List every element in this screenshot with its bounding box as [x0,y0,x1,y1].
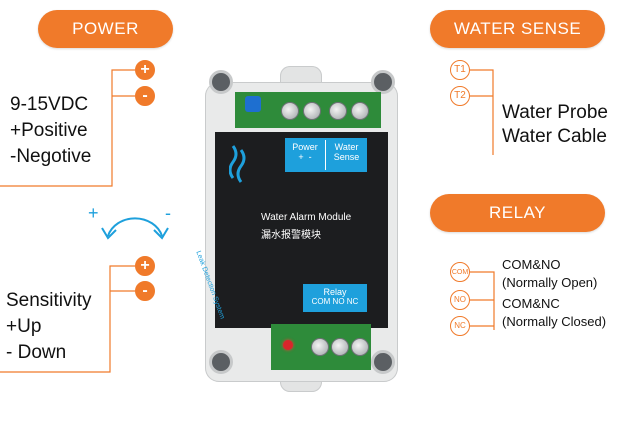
power-bracket-line [0,69,135,187]
device-relay-terms: COM NO NC [311,297,359,306]
sensitivity-knob[interactable] [245,96,261,112]
mount-hole-top-left [209,70,233,94]
relay-com-icon: COM [450,262,470,282]
water-wave-icon [229,145,246,183]
module-name: Water Alarm Module [261,212,352,223]
sensitivity-title: Sensitivity [6,290,92,311]
rotate-plus-label: + [88,203,99,223]
relay-com-nc: COM&NC [502,296,560,311]
relay-screw-com [311,338,329,356]
terminal-screw-1 [281,102,299,120]
bottom-terminal-block [271,324,371,370]
device-relay-label: Relay [323,287,347,297]
sensitivity-down: - Down [6,342,67,363]
status-led [283,340,293,350]
water-alarm-device: Leak Detection System Power + - Water Se… [194,62,398,392]
power-minus-icon: - [135,86,155,106]
power-header-label: POWER [72,19,139,38]
sensitivity-minus-icon: - [135,281,155,301]
relay-header-label: RELAY [489,203,546,222]
rotate-arrow-icon [101,217,169,240]
mount-hole-bottom-left [209,350,233,374]
terminal-screw-3 [329,102,347,120]
water-probe-label: Water Probe [502,102,608,123]
sensitivity-plus-icon: + [135,256,155,276]
module-name-cn: 漏水报警模块 [261,230,321,241]
relay-no-icon: NO [450,290,470,310]
power-header: POWER [38,10,173,48]
water-cable-label: Water Cable [502,126,607,147]
device-water-label: Water [334,142,359,152]
water-sense-header: WATER SENSE [430,10,605,48]
device-panel: Leak Detection System Power + - Water Se… [194,132,388,328]
power-water-label-box: Power + - Water Sense [285,138,367,172]
device-power-label: Power [292,142,318,152]
water-sense-bracket-line [470,69,494,155]
power-plus-icon: + [135,60,155,80]
power-voltage: 9-15VDC [10,94,89,115]
power-negative: -Negotive [10,146,92,167]
relay-label-box: Relay COM NO NC [303,284,367,312]
sensitivity-up: +Up [6,316,42,337]
water-t1-icon: T1 [450,60,470,80]
relay-normally-closed: (Normally Closed) [502,314,607,329]
relay-header: RELAY [430,194,605,232]
mount-hole-top-right [371,70,395,94]
device-sense-label: Sense [333,152,360,162]
water-t2-icon: T2 [450,86,470,106]
terminal-screw-4 [351,102,369,120]
relay-normally-open: (Normally Open) [502,275,598,290]
relay-bracket-line [470,271,495,330]
relay-screw-nc [351,338,369,356]
sensitivity-bracket-line [0,265,135,373]
relay-nc-icon: NC [450,316,470,336]
power-positive: +Positive [10,120,88,141]
relay-com-no: COM&NO [502,257,561,272]
relay-screw-no [331,338,349,356]
terminal-screw-2 [303,102,321,120]
mount-hole-bottom-right [371,350,395,374]
rotate-minus-label: - [165,203,171,223]
water-sense-header-label: WATER SENSE [453,19,582,38]
